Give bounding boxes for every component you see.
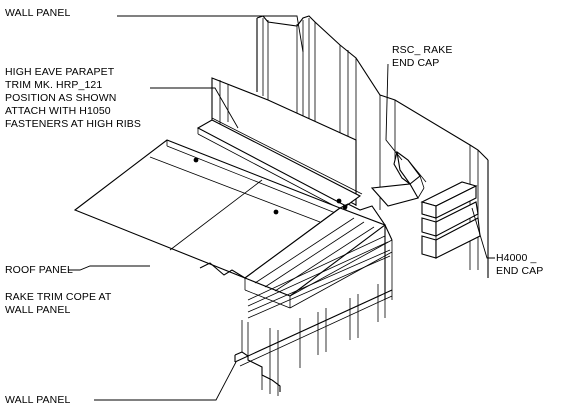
leader-lines xyxy=(68,15,495,401)
lower-wall-panel xyxy=(234,280,393,396)
label-roof-panel: ROOF PANEL xyxy=(5,264,73,276)
h4000-end-cap xyxy=(420,181,481,259)
label-h4000-end-cap: H4000 _ END CAP xyxy=(496,252,544,277)
label-wall-panel-bottom: WALL PANEL xyxy=(5,394,71,406)
parapet-trim xyxy=(196,117,363,213)
rake-trim xyxy=(199,203,393,319)
label-rake-trim-cope: RAKE TRIM COPE AT WALL PANEL xyxy=(5,291,112,316)
rsc-rake-end-cap xyxy=(370,150,427,207)
label-wall-panel-top: WALL PANEL xyxy=(5,7,71,19)
label-parapet-trim: HIGH EAVE PARAPET TRIM MK. HRP_121 POSIT… xyxy=(5,66,142,130)
label-rsc-rake-end-cap: RSC_ RAKE END CAP xyxy=(392,44,453,69)
